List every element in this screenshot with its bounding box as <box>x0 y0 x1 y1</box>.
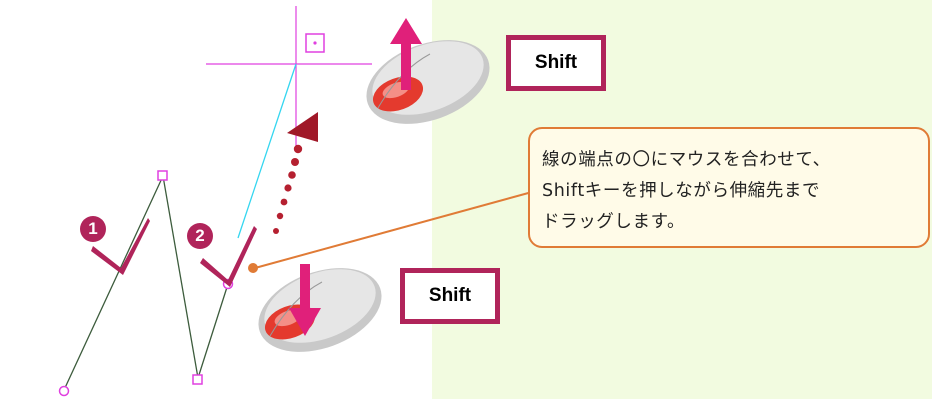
drag-direction-arrow <box>273 112 318 234</box>
arrow-down-icon <box>289 264 321 336</box>
polyline-shape <box>63 173 229 391</box>
stretch-preview-line <box>237 63 297 239</box>
callout-pointer-dot <box>248 263 258 273</box>
shift-key-top: Shift <box>506 35 606 91</box>
callout-line-2: Shiftキーを押しながら伸縮先まで <box>542 181 821 201</box>
instruction-callout: 線の端点の〇にマウスを合わせて、 Shiftキーを押しながら伸縮先まで ドラッグ… <box>528 127 930 248</box>
mouse-icon-bottom <box>258 268 382 352</box>
callout-line-3: ドラッグします。 <box>542 212 686 232</box>
check-mark-icon-2 <box>200 226 257 287</box>
vertex-marker-bottom <box>192 374 203 385</box>
snap-marker-icon <box>305 33 325 53</box>
arrow-up-icon <box>390 18 422 90</box>
vertex-marker-top <box>157 170 168 181</box>
step-badge-1: 1 <box>80 216 106 242</box>
mouse-icon-top <box>366 40 490 124</box>
step-badge-2: 2 <box>187 223 213 249</box>
endpoint-circle-left <box>58 385 70 397</box>
check-mark-icon-1 <box>91 218 150 275</box>
callout-pointer-line <box>254 191 533 269</box>
snap-marker-dot <box>313 41 317 45</box>
cad-drawing-area[interactable] <box>0 0 432 399</box>
shift-key-bottom: Shift <box>400 268 500 324</box>
callout-line-1: 線の端点の〇にマウスを合わせて、 <box>542 150 831 170</box>
